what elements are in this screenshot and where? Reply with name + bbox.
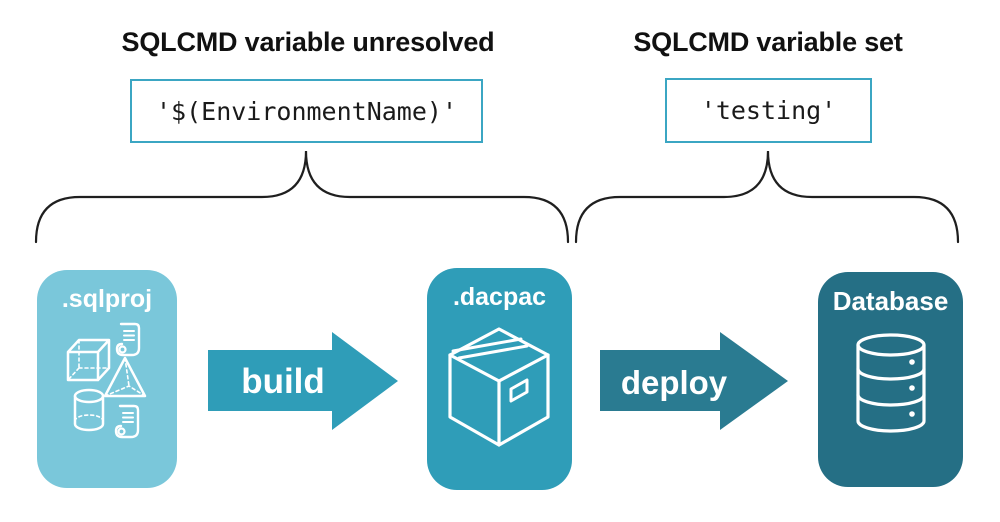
sqlcmd-variable-set-value: 'testing'	[700, 96, 837, 125]
database-card-label: Database	[832, 286, 949, 316]
heading-set: SQLCMD variable set	[633, 27, 903, 57]
database-card: Database	[818, 272, 963, 487]
dacpac-card: .dacpac	[427, 268, 572, 490]
package-box-icon	[448, 327, 550, 447]
build-arrow-label: build	[241, 362, 325, 401]
sqlproj-card: .sqlproj	[37, 270, 177, 488]
deploy-arrow-shape	[600, 332, 788, 430]
code-box-unresolved: '$(EnvironmentName)'	[130, 79, 483, 143]
dacpac-card-label: .dacpac	[452, 283, 547, 311]
database-cylinder-icon	[856, 333, 926, 433]
build-arrow	[208, 332, 398, 430]
brace-right-icon	[574, 150, 960, 244]
deploy-arrow-label: deploy	[620, 364, 728, 401]
code-box-set: 'testing'	[665, 78, 872, 143]
scripts-and-shapes-icon	[66, 322, 147, 439]
deploy-arrow	[600, 332, 788, 430]
brace-left-icon	[34, 150, 570, 244]
build-arrow-shape	[208, 332, 398, 430]
heading-unresolved: SQLCMD variable unresolved	[121, 27, 495, 57]
sqlproj-card-label: .sqlproj	[61, 285, 153, 313]
sqlcmd-variable-unresolved-value: '$(EnvironmentName)'	[155, 96, 458, 126]
